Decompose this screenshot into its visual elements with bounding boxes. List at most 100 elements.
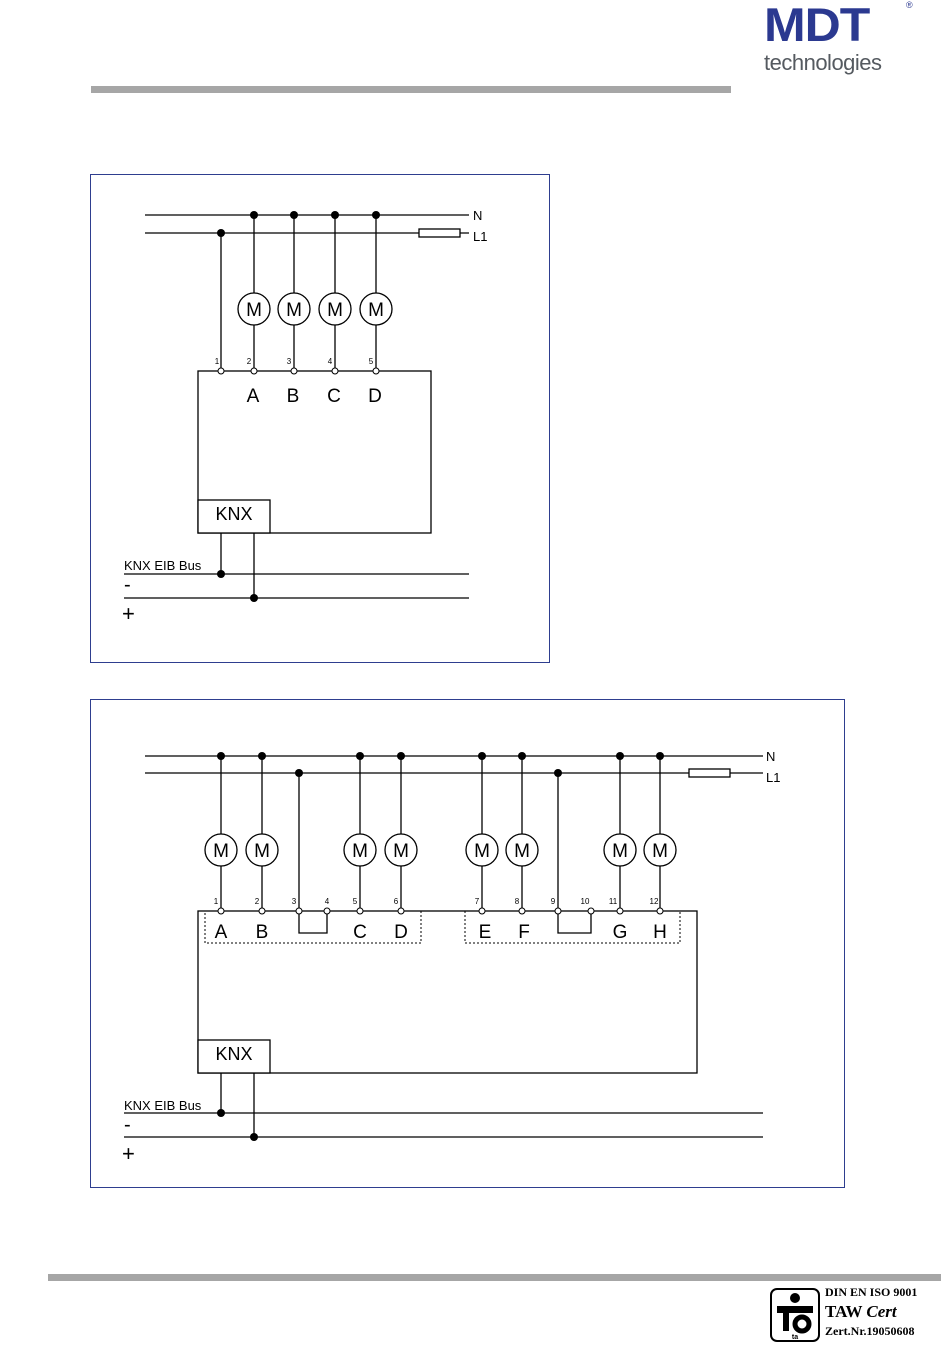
channel-label: C	[327, 386, 341, 407]
line-l1-label: L1	[766, 770, 780, 785]
header-rule	[91, 86, 731, 93]
wiring-diagram-4-channel: N L1 M M M M 1 2 3 4 5 A B C D KNX KNX E…	[90, 174, 550, 663]
terminal-number: 3	[287, 357, 292, 366]
junction-dot	[554, 769, 562, 777]
terminal-point	[373, 368, 379, 374]
motor-label: M	[254, 841, 270, 862]
motor-label: M	[327, 300, 343, 321]
bus-minus-label: -	[124, 574, 131, 596]
motor-label: M	[514, 841, 530, 862]
fuse-symbol	[689, 769, 730, 777]
channel-label: D	[368, 386, 382, 407]
terminal-number: 1	[215, 357, 220, 366]
channel-label: C	[353, 922, 367, 943]
junction-dot	[217, 1109, 225, 1117]
terminal-number: 11	[609, 897, 618, 906]
terminal-point	[259, 908, 265, 914]
bus-minus-label: -	[124, 1114, 131, 1136]
junction-dot	[372, 211, 380, 219]
line-l1-label: L1	[473, 229, 487, 244]
wiring-diagram-4-channel-svg: N L1 M M M M 1 2 3 4 5 A B C D KNX KNX E…	[91, 175, 549, 662]
terminal-number: 9	[551, 897, 556, 906]
motor-label: M	[368, 300, 384, 321]
channel-label: H	[653, 922, 667, 943]
terminal-point	[324, 908, 330, 914]
motor-label: M	[213, 841, 229, 862]
junction-dot	[250, 211, 258, 219]
knx-label: KNX	[215, 504, 252, 524]
logo-registered-mark: ®	[906, 0, 913, 10]
channel-label: A	[215, 922, 228, 943]
terminal-number: 8	[515, 897, 520, 906]
motor-label: M	[352, 841, 368, 862]
motor-label: M	[612, 841, 628, 862]
channel-label: F	[518, 922, 530, 943]
terminal-number: 10	[581, 897, 590, 906]
terminal-point	[291, 368, 297, 374]
terminal-point	[588, 908, 594, 914]
line-n-label: N	[766, 749, 775, 764]
junction-dot	[518, 752, 526, 760]
motor-label: M	[652, 841, 668, 862]
terminal-number: 7	[475, 897, 480, 906]
junction-dot	[478, 752, 486, 760]
bus-label: KNX EIB Bus	[124, 558, 202, 573]
junction-dot	[250, 594, 258, 602]
terminal-point	[357, 908, 363, 914]
knx-label: KNX	[215, 1044, 252, 1064]
cert-issuer-suffix: Cert	[866, 1302, 896, 1321]
junction-dot	[217, 752, 225, 760]
channel-label: B	[256, 922, 269, 943]
terminal-number: 2	[255, 897, 260, 906]
terminal-point	[332, 368, 338, 374]
taw-cert-logo-icon: ta	[770, 1288, 820, 1342]
bus-plus-label: +	[122, 601, 135, 626]
mdt-logo: MDT ® technologies	[760, 0, 920, 80]
terminal-number: 6	[394, 897, 399, 906]
junction-dot	[616, 752, 624, 760]
junction-dot	[656, 752, 664, 760]
terminal-number: 4	[328, 357, 333, 366]
channel-label: B	[287, 386, 300, 407]
junction-dot	[397, 752, 405, 760]
fuse-symbol	[419, 229, 460, 237]
terminal-point	[218, 368, 224, 374]
terminal-number: 4	[325, 897, 330, 906]
junction-dot	[250, 1133, 258, 1141]
cert-standard: DIN EN ISO 9001	[825, 1285, 917, 1300]
terminal-number: 12	[650, 897, 659, 906]
terminal-number: 3	[292, 897, 297, 906]
terminal-number: 5	[353, 897, 358, 906]
terminal-point	[218, 908, 224, 914]
channel-group-abcd	[205, 911, 421, 943]
channel-group-efgh	[465, 911, 680, 943]
logo-subtitle: technologies	[764, 50, 882, 76]
junction-dot	[295, 769, 303, 777]
cert-logo-text: ta	[792, 1334, 798, 1341]
junction-dot	[290, 211, 298, 219]
motor-label: M	[393, 841, 409, 862]
bridge-3-4	[299, 911, 327, 933]
junction-dot	[258, 752, 266, 760]
junction-dot	[331, 211, 339, 219]
motor-label: M	[246, 300, 262, 321]
wiring-diagram-8-channel-svg: N L1 M M M M M M M M 1 2 3 4 5 6 7 8 9 1…	[91, 700, 844, 1187]
junction-dot	[217, 570, 225, 578]
terminal-number: 2	[247, 357, 252, 366]
bus-label: KNX EIB Bus	[124, 1098, 202, 1113]
terminal-point	[251, 368, 257, 374]
cert-number: Zert.Nr.19050608	[825, 1324, 915, 1339]
cert-issuer-name: TAW	[825, 1302, 866, 1321]
terminal-number: 1	[214, 897, 219, 906]
terminal-number: 5	[369, 357, 374, 366]
channel-label: E	[479, 922, 492, 943]
channel-label: G	[613, 922, 628, 943]
terminal-point	[479, 908, 485, 914]
wiring-diagram-8-channel: N L1 M M M M M M M M 1 2 3 4 5 6 7 8 9 1…	[90, 699, 845, 1188]
certification-badge: ta DIN EN ISO 9001 TAW Cert Zert.Nr.1905…	[768, 1284, 948, 1354]
motor-label: M	[474, 841, 490, 862]
bus-plus-label: +	[122, 1141, 135, 1166]
terminal-point	[519, 908, 525, 914]
terminal-point	[617, 908, 623, 914]
motor-label: M	[286, 300, 302, 321]
